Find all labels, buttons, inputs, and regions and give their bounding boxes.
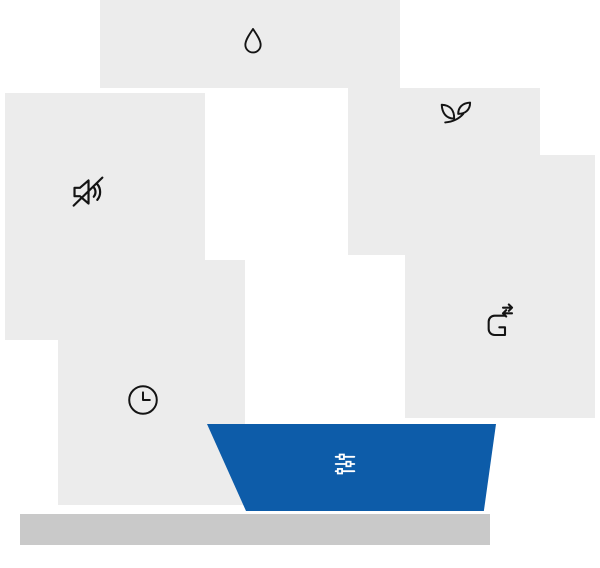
tile-water-connection[interactable] bbox=[405, 155, 595, 418]
clock-icon bbox=[124, 381, 162, 419]
tile-water-drop[interactable] bbox=[100, 0, 400, 88]
pipe-swap-icon bbox=[477, 302, 517, 342]
tile-time[interactable] bbox=[58, 260, 245, 505]
sliders-icon bbox=[329, 448, 361, 480]
water-drop-icon bbox=[235, 24, 271, 60]
base-bar bbox=[20, 514, 490, 545]
tile-settings-selected[interactable] bbox=[207, 424, 496, 511]
leaf-icon bbox=[437, 93, 475, 131]
speaker-muted-icon bbox=[67, 171, 109, 213]
